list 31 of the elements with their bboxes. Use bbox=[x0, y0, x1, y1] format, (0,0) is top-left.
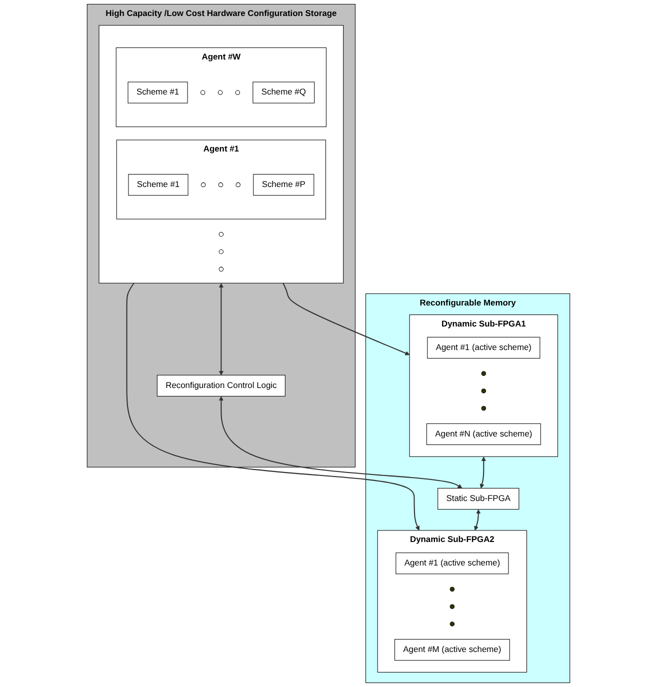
ellipsis-dot bbox=[481, 388, 486, 394]
arrow bbox=[474, 509, 481, 531]
ellipsis-dot bbox=[450, 604, 455, 609]
process-box: Agent #1 (active scheme) bbox=[396, 552, 509, 574]
ellipsis-dot bbox=[218, 232, 224, 237]
ellipsis-dot bbox=[236, 182, 240, 188]
ellipsis-dot bbox=[218, 266, 224, 272]
arrow bbox=[218, 396, 462, 488]
arrow bbox=[126, 282, 420, 531]
ellipsis-dot bbox=[218, 90, 223, 95]
ellipsis-dot bbox=[481, 371, 486, 376]
ellipsis-dot bbox=[200, 182, 206, 188]
arrow bbox=[218, 283, 224, 376]
process-box: Scheme #1 bbox=[128, 82, 188, 104]
ellipsis-dot bbox=[218, 182, 224, 188]
process-box: Reconfiguration Control Logic bbox=[156, 374, 286, 396]
ellipsis-dot bbox=[481, 406, 486, 411]
process-box: Scheme #P bbox=[253, 174, 314, 196]
ellipsis-dot bbox=[218, 249, 224, 254]
arrow bbox=[480, 456, 486, 488]
process-box: Scheme #Q bbox=[252, 82, 315, 104]
process-box: Scheme #1 bbox=[128, 174, 188, 196]
ellipsis-dot bbox=[450, 622, 455, 626]
ellipsis-dot bbox=[235, 90, 240, 95]
ellipsis-dot bbox=[200, 90, 206, 95]
process-box: Agent #M (active scheme) bbox=[394, 639, 510, 661]
process-box: Static Sub-FPGA bbox=[438, 488, 520, 510]
arrow bbox=[282, 282, 410, 356]
process-box: Agent #N (active scheme) bbox=[426, 423, 541, 445]
process-box: Agent #1 (active scheme) bbox=[427, 336, 540, 359]
ellipsis-dot bbox=[450, 586, 455, 592]
